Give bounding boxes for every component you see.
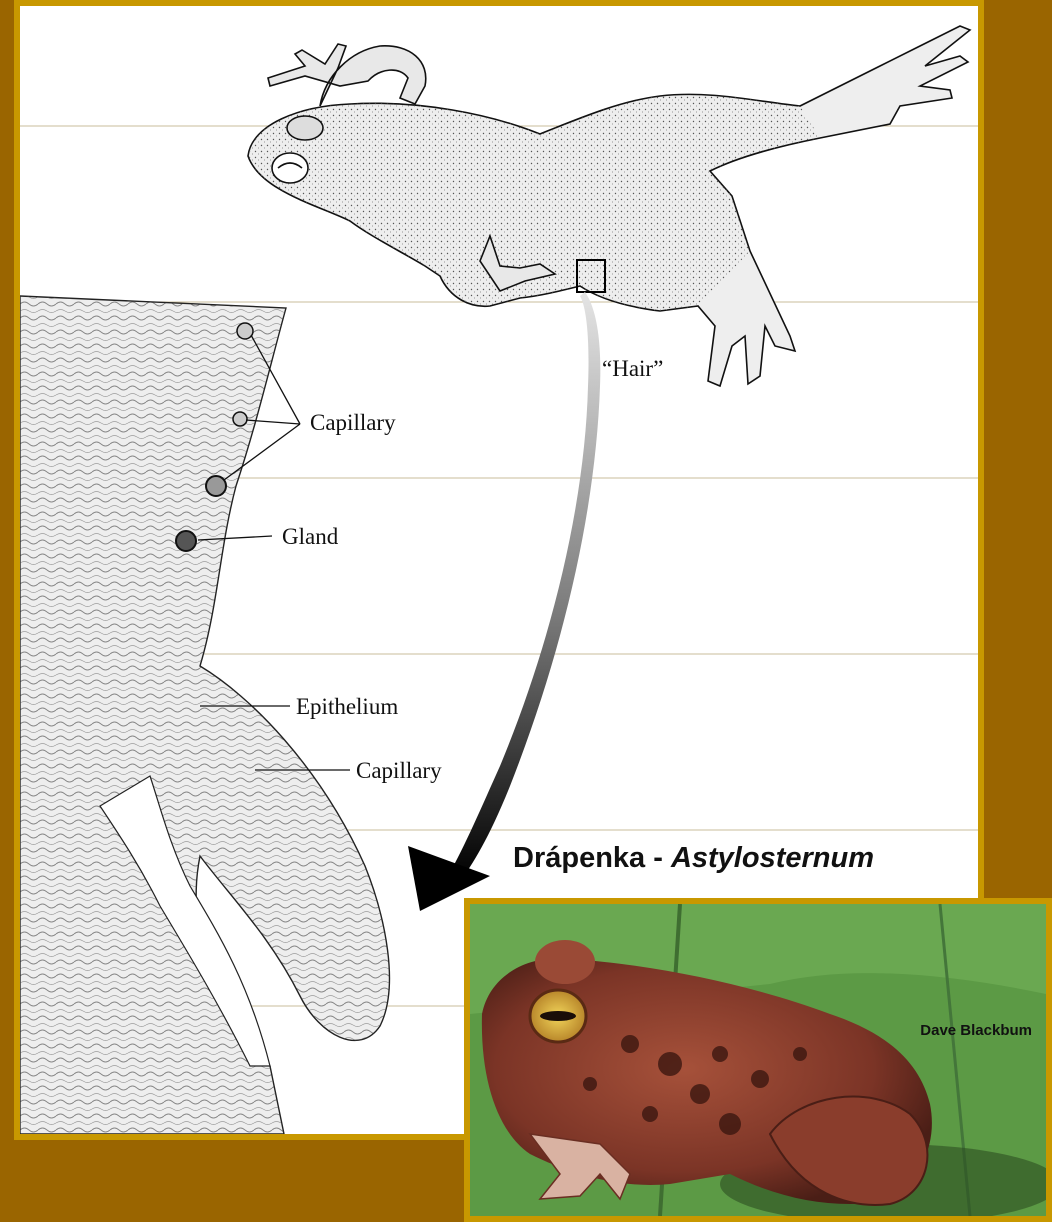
hair-label: “Hair” [602, 356, 663, 382]
capillary-label-bottom: Capillary [356, 758, 442, 784]
frog-drawing [248, 26, 970, 386]
frog-photo: Dave Blackbum [464, 898, 1052, 1222]
common-name: Drápenka - [513, 842, 663, 874]
photo-credit: Dave Blackbum [920, 1022, 1032, 1039]
epithelium-label: Epithelium [296, 694, 398, 720]
gland-label: Gland [282, 524, 338, 550]
species-caption: Drápenka - Astylosternum [513, 842, 874, 875]
capillary-label-top: Capillary [310, 410, 396, 436]
magnify-arrow [408, 292, 600, 911]
genus-name: Astylosternum [671, 842, 874, 874]
frog-photo-image [470, 904, 1046, 1216]
